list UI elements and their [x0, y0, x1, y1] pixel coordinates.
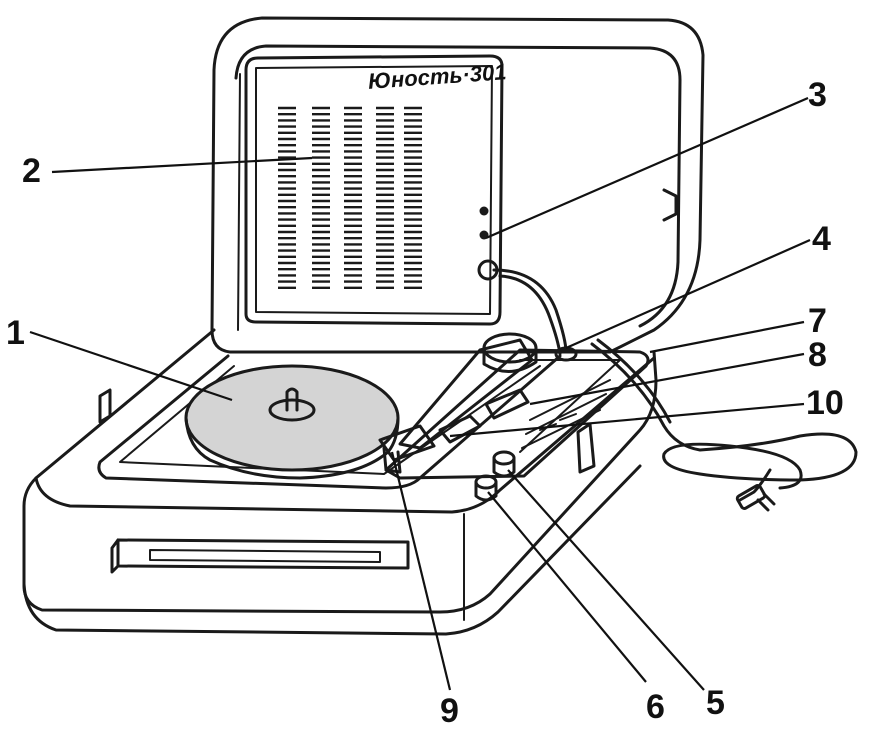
carry-handle: [110, 538, 410, 574]
lid-latch: [662, 188, 678, 222]
right-clip: [576, 422, 596, 474]
callout-4: 4: [812, 220, 831, 258]
callout-8: 8: [808, 336, 827, 374]
leader-8: [529, 352, 805, 406]
leader-lines: [29, 96, 811, 691]
tonearm-assembly: [378, 332, 650, 480]
speaker-panel: [244, 54, 504, 326]
leader-9: [390, 451, 452, 691]
turntable-platter: [184, 364, 400, 480]
leader-4: [565, 238, 811, 350]
tonearm-cable: [492, 268, 568, 354]
callout-5: 5: [706, 684, 725, 722]
leader-6: [487, 491, 647, 683]
left-clip: [98, 388, 112, 424]
speaker-grille: [278, 106, 422, 289]
leader-3: [485, 96, 809, 240]
callout-7: 7: [808, 302, 827, 340]
callout-2: 2: [22, 152, 41, 190]
callout-3: 3: [808, 76, 827, 114]
callout-9: 9: [440, 692, 459, 730]
leader-5: [507, 469, 705, 691]
leader-10: [449, 402, 805, 438]
callout-6: 6: [646, 688, 665, 726]
leader-2: [51, 156, 313, 174]
callout-1: 1: [6, 314, 25, 352]
knob-6: [474, 474, 498, 502]
callout-10: 10: [806, 384, 844, 422]
power-cord: [590, 338, 858, 512]
lid-hole-upper: [479, 206, 489, 216]
leader-7: [649, 320, 805, 354]
knob-5: [492, 450, 516, 478]
leader-1: [29, 330, 233, 402]
